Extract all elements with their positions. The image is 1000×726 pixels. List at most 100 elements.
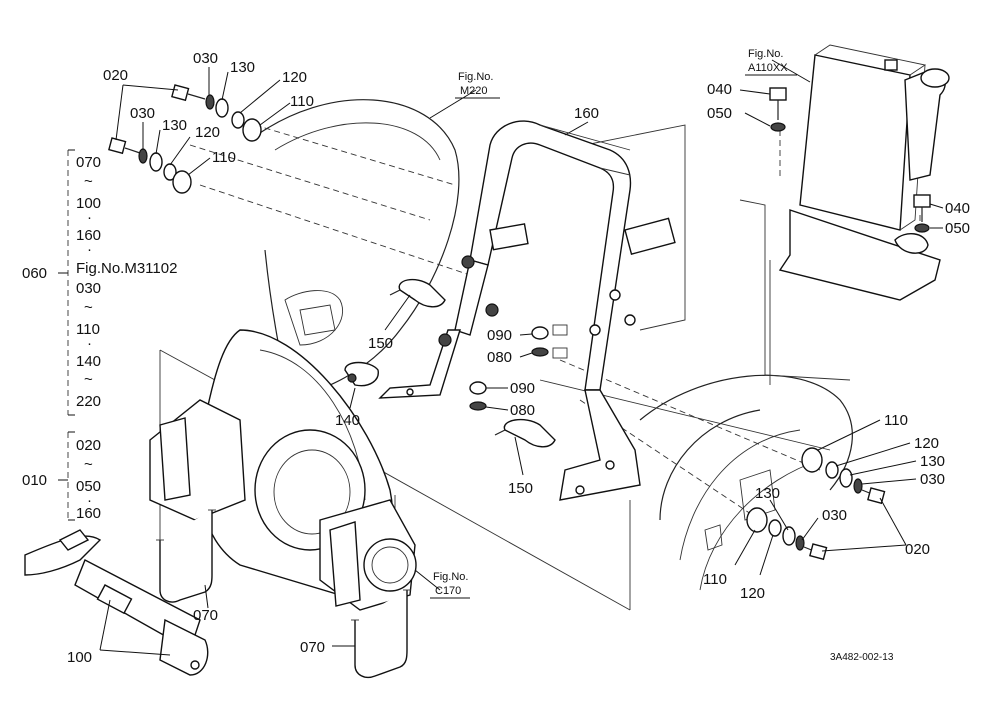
stack-010-item: · [87,492,92,509]
stack-060-item: Fig.No.M31102 [76,260,177,277]
callout-130-r1: 130 [920,453,945,470]
bolt-020-r2 [803,543,828,561]
callout-050-top: 050 [707,105,732,122]
callout-140: 140 [335,412,360,429]
callout-120-r1: 120 [914,435,939,452]
nut-090-a [531,326,549,340]
clamp-150-upper [389,278,446,308]
stack-060-item: 140 [76,353,101,370]
stack-060-item: 160 [76,227,101,244]
fig-ref-label-a110xx: Fig.No. [748,48,783,60]
clamp-150-lower [494,418,556,448]
washer-130-mid [149,152,163,172]
bolt-020-mid [108,137,141,155]
callout-080-b: 080 [510,402,535,419]
callout-120-top: 120 [282,69,307,86]
stack-010-item: 050 [76,478,101,495]
washer-030-mid [138,148,148,164]
assembly-stack-010: 020 ~ 050 · 160 [76,437,101,522]
stack-060-item: · [87,241,92,258]
callout-010: 010 [22,472,47,489]
callout-150-upper: 150 [368,335,393,352]
washer-050-top [770,122,786,132]
callout-110-r1: 110 [884,412,908,429]
callout-130-top: 130 [230,59,255,76]
washer-130-r1 [839,468,853,488]
callout-030-mid: 030 [130,105,155,122]
stack-060-item: · [87,209,92,226]
axle-housing [149,329,417,611]
stack-060-item: ~ [84,371,93,388]
callout-030-r1: 030 [920,471,945,488]
callout-110-r2: 110 [703,571,727,588]
collar-120-mid [163,163,177,181]
fig-ref-label-m220: Fig.No. [458,71,493,83]
bolt-020-top [171,84,206,102]
washer-080-b [469,401,487,411]
washer-030-top [205,94,215,110]
bushing-110-mid [172,170,192,194]
callout-030-top: 030 [193,50,218,67]
callout-labels: 020 030 130 120 110 030 130 120 110 160 … [22,50,970,666]
callout-090-b: 090 [510,380,535,397]
callout-070-bottom: 070 [300,639,325,656]
u-bolt-right [351,589,411,679]
callout-100: 100 [67,649,92,666]
callout-040-right: 040 [945,200,970,217]
fig-ref-underlines [430,74,797,599]
fig-ref-code-m220: M220 [460,85,488,97]
stack-braces [58,149,75,521]
bushing-110-top [242,118,262,142]
stack-010-item: 160 [76,505,101,522]
washer-080-a [531,347,549,357]
bolt-040-right [913,194,931,222]
stack-060-item: 030 [76,280,101,297]
fig-ref-code-c170: C170 [435,585,461,597]
seat-belt [24,529,209,676]
callout-110-mid: 110 [212,149,236,166]
callout-020-r: 020 [905,541,930,558]
callout-080-a: 080 [487,349,512,366]
nut-090-b [469,381,487,395]
callout-020-top: 020 [103,67,128,84]
callout-070-left: 070 [193,607,218,624]
rops-frame [378,120,676,501]
leader-lines [99,59,944,656]
washer-130-top [215,98,229,118]
washer-030-r1 [853,478,863,494]
collar-120-top [231,111,245,129]
document-number: 3A482-002-13 [830,652,894,663]
stack-060-item: ~ [84,173,93,190]
bushing-110-r2 [746,507,768,533]
figure-references: Fig.No. M220 Fig.No. A110XX Fig.No. C170 [433,48,788,597]
callout-110-top: 110 [290,93,314,110]
fuel-tank-assembly [769,44,950,385]
collar-120-r2 [768,519,782,537]
callout-120-r2: 120 [740,585,765,602]
callout-090-a: 090 [487,327,512,344]
clamp-140 [344,361,379,387]
callout-030-r2: 030 [822,507,847,524]
washer-050-right [914,223,930,233]
callout-130-mid: 130 [162,117,187,134]
stack-060-item: 100 [76,195,101,212]
bushing-110-r1 [801,447,823,473]
callout-130-r2: 130 [755,485,780,502]
callout-150-lower: 150 [508,480,533,497]
callout-040-top: 040 [707,81,732,98]
callout-050-right: 050 [945,220,970,237]
assembly-stack-060: 070 ~ 100 · 160 · Fig.No.M31102 030 ~ 11… [76,154,177,410]
callout-060: 060 [22,265,47,282]
stack-060-item: ~ [84,299,93,316]
callout-160: 160 [574,105,599,122]
callout-120-mid: 120 [195,124,220,141]
stack-060-item: 220 [76,393,101,410]
bolt-040-top [769,87,787,120]
square-nuts [552,324,568,359]
right-fender-outline [639,374,853,591]
fig-ref-code-a110xx: A110XX [748,62,788,74]
stack-060-item: · [87,335,92,352]
collar-120-r1 [825,461,839,479]
stack-060-item: 070 [76,154,101,171]
